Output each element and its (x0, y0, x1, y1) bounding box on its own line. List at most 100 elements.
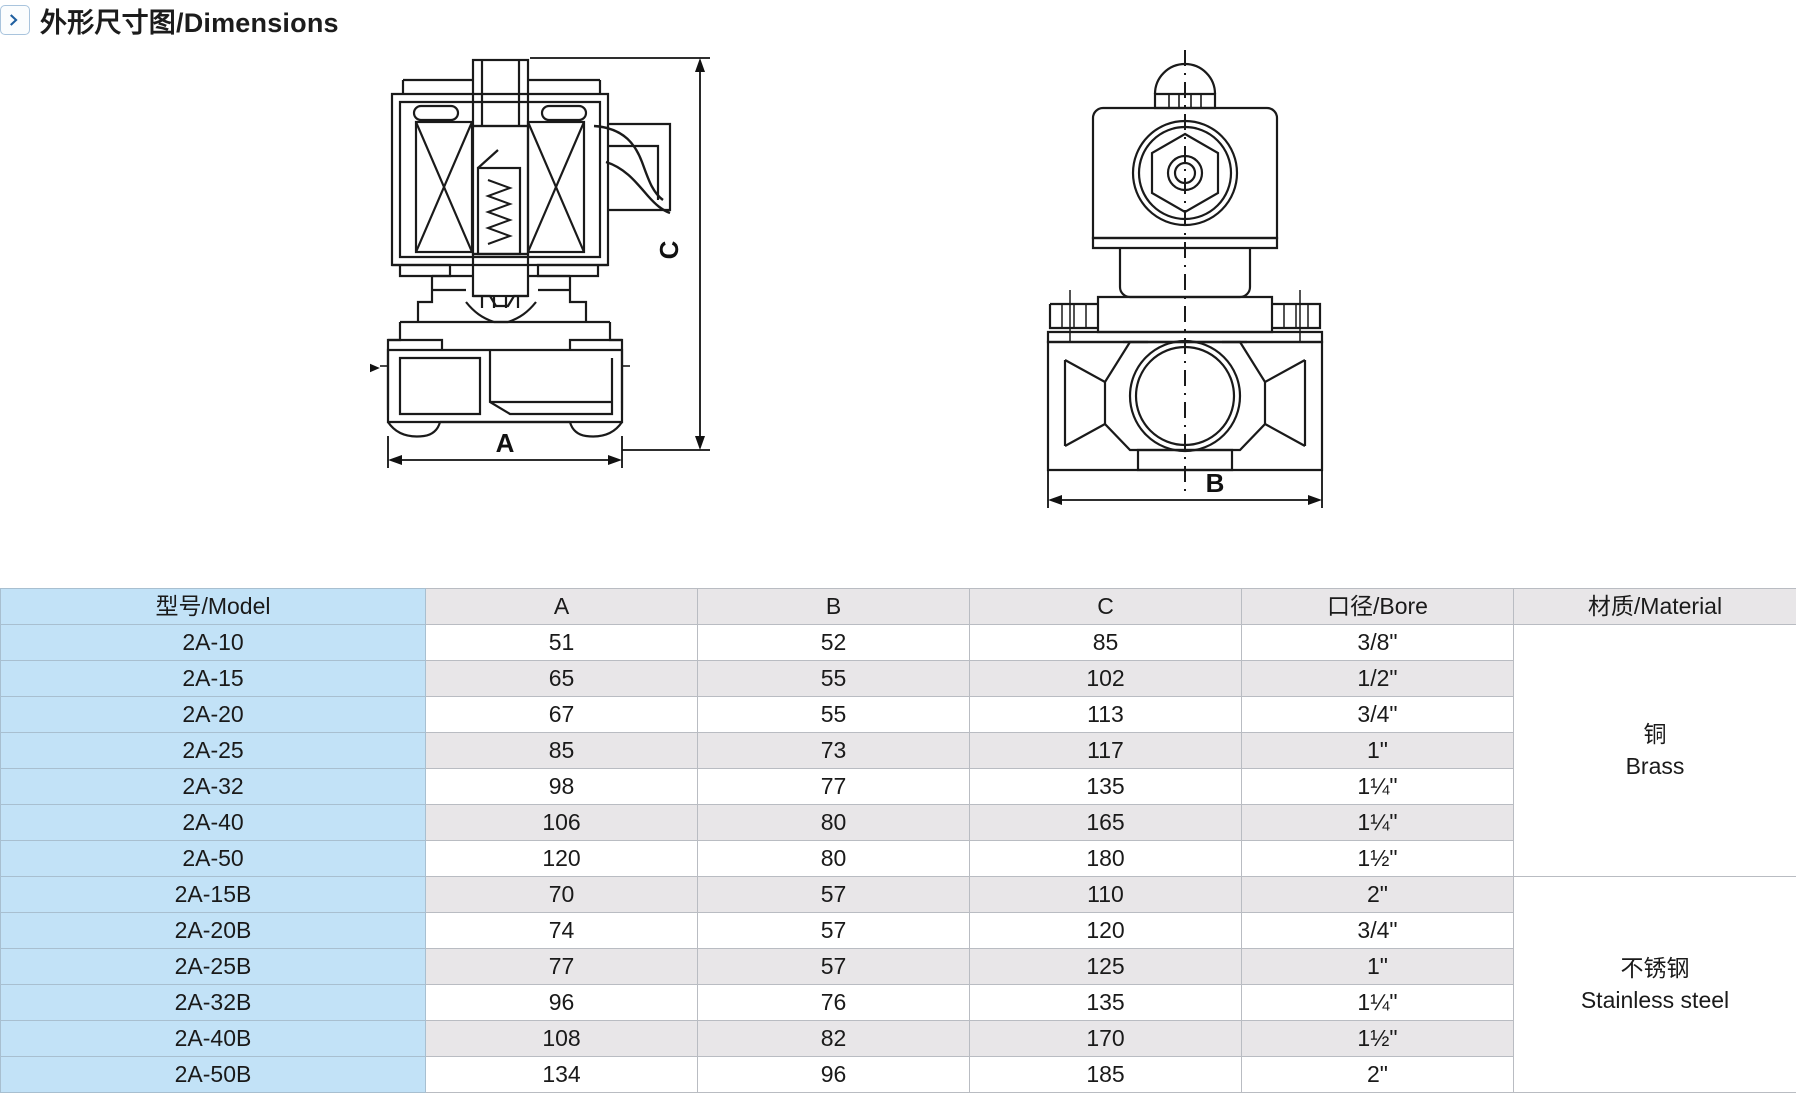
cell-c: 117 (969, 732, 1242, 769)
cell-model: 2A-32 (0, 768, 426, 805)
cell-bore: 1½" (1241, 1020, 1514, 1057)
dimension-c (530, 57, 710, 451)
cell-b: 77 (697, 768, 970, 805)
cell-b: 55 (697, 696, 970, 733)
dimensions-table: 型号/Model A B C 口径/Bore 材质/Material 2A-10… (0, 588, 1796, 1093)
column-header-bore: 口径/Bore (1241, 588, 1514, 625)
cell-b: 96 (697, 1056, 970, 1093)
material-label-cn: 不锈钢 (1620, 955, 1690, 982)
cell-a: 51 (425, 624, 698, 661)
cell-b: 57 (697, 912, 970, 949)
material-label-cn: 铜 (1643, 721, 1667, 748)
cell-bore: 3/8" (1241, 624, 1514, 661)
cell-a: 74 (425, 912, 698, 949)
column-header-c: C (969, 588, 1242, 625)
cell-b: 82 (697, 1020, 970, 1057)
column-header-b: B (697, 588, 970, 625)
cell-b: 76 (697, 984, 970, 1021)
cell-c: 102 (969, 660, 1242, 697)
dimension-label-c: C (654, 240, 684, 259)
cell-b: 57 (697, 876, 970, 913)
cell-model: 2A-10 (0, 624, 426, 661)
cell-c: 180 (969, 840, 1242, 877)
cell-model: 2A-25 (0, 732, 426, 769)
inlet-flow-arrow (370, 363, 380, 373)
cell-c: 85 (969, 624, 1242, 661)
cell-material: 铜 Brass (1513, 624, 1796, 877)
cell-b: 57 (697, 948, 970, 985)
cell-bore: 1/2" (1241, 660, 1514, 697)
cell-a: 108 (425, 1020, 698, 1057)
cell-a: 96 (425, 984, 698, 1021)
page-title: 外形尺寸图/Dimensions (40, 7, 339, 38)
cell-b: 55 (697, 660, 970, 697)
cell-b: 80 (697, 840, 970, 877)
cell-c: 120 (969, 912, 1242, 949)
solenoid-valve-front-view: B (1020, 42, 1350, 522)
cell-material: 不锈钢 Stainless steel (1513, 876, 1796, 1093)
cell-a: 65 (425, 660, 698, 697)
cell-c: 170 (969, 1020, 1242, 1057)
cell-model: 2A-50 (0, 840, 426, 877)
dimension-a (387, 436, 623, 468)
cell-model: 2A-40 (0, 804, 426, 841)
cell-a: 85 (425, 732, 698, 769)
cell-bore: 1½" (1241, 840, 1514, 877)
cell-c: 185 (969, 1056, 1242, 1093)
cell-c: 125 (969, 948, 1242, 985)
cell-model: 2A-20 (0, 696, 426, 733)
column-header-a: A (425, 588, 698, 625)
cell-c: 135 (969, 984, 1242, 1021)
cell-model: 2A-32B (0, 984, 426, 1021)
material-label-en: Stainless steel (1580, 986, 1730, 1013)
cell-b: 80 (697, 804, 970, 841)
cell-bore: 3/4" (1241, 912, 1514, 949)
cell-a: 120 (425, 840, 698, 877)
cell-bore: 3/4" (1241, 696, 1514, 733)
dimension-label-b: B (1206, 468, 1225, 498)
cell-c: 113 (969, 696, 1242, 733)
cell-c: 165 (969, 804, 1242, 841)
table-header-row: 型号/Model A B C 口径/Bore 材质/Material (0, 588, 1796, 625)
cell-bore: 1¼" (1241, 768, 1514, 805)
cell-model: 2A-40B (0, 1020, 426, 1057)
cell-bore: 2" (1241, 876, 1514, 913)
cell-c: 110 (969, 876, 1242, 913)
cell-model: 2A-20B (0, 912, 426, 949)
column-header-material: 材质/Material (1513, 588, 1796, 625)
cell-bore: 1" (1241, 948, 1514, 985)
column-header-model: 型号/Model (0, 588, 426, 625)
drawing-area: A C (0, 42, 1796, 572)
cell-model: 2A-15 (0, 660, 426, 697)
cell-bore: 1¼" (1241, 984, 1514, 1021)
cell-model: 2A-25B (0, 948, 426, 985)
cell-bore: 2" (1241, 1056, 1514, 1093)
section-header: 外形尺寸图/Dimensions (0, 0, 339, 40)
chevron-right-icon (0, 5, 30, 35)
cell-a: 67 (425, 696, 698, 733)
cell-a: 77 (425, 948, 698, 985)
cell-bore: 1¼" (1241, 804, 1514, 841)
cell-a: 98 (425, 768, 698, 805)
cell-a: 134 (425, 1056, 698, 1093)
cell-c: 135 (969, 768, 1242, 805)
cell-a: 106 (425, 804, 698, 841)
dimension-label-a: A (496, 428, 515, 458)
cell-bore: 1" (1241, 732, 1514, 769)
solenoid-valve-cross-section-side-view: A C (370, 50, 790, 510)
cell-model: 2A-15B (0, 876, 426, 913)
material-label-en: Brass (1625, 752, 1685, 779)
cell-b: 73 (697, 732, 970, 769)
